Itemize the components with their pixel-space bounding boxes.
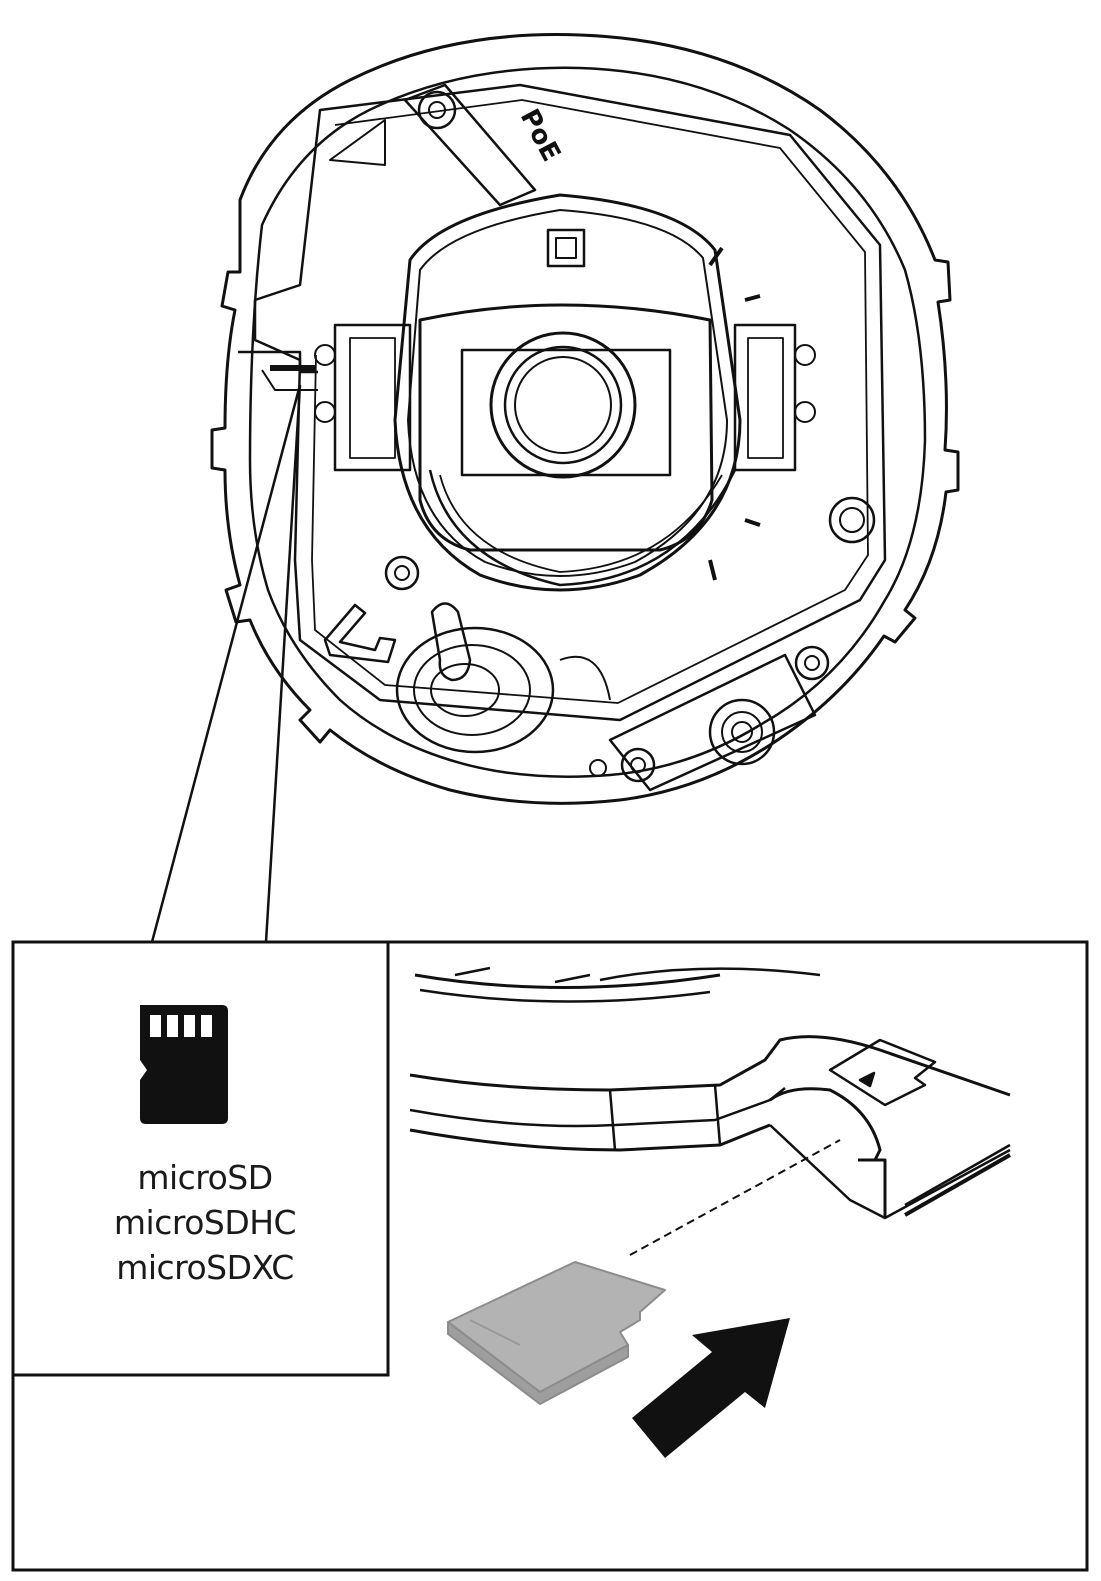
slot-closeup — [409, 966, 1011, 1220]
lens-window — [460, 348, 672, 477]
insertion-path — [629, 1139, 841, 1256]
top-screw — [417, 90, 457, 130]
focus-knob-base — [395, 626, 555, 754]
cable-gland-plate — [608, 653, 817, 792]
right-screw — [828, 496, 876, 544]
card-slot-area — [238, 350, 318, 374]
lens-yoke — [393, 193, 742, 592]
card-slot — [769, 1087, 882, 1161]
card-type-microsdhc: microSDHC — [113, 1203, 297, 1242]
left-small-hole — [384, 555, 420, 591]
gland-screw-left — [620, 747, 656, 783]
camera-outer-housing — [210, 33, 960, 805]
lens — [489, 331, 637, 479]
right-tilt-bracket — [733, 323, 797, 472]
poe-channel — [403, 83, 537, 207]
housing-card-symbol — [828, 1038, 937, 1107]
camera-mount-plate-inner — [311, 99, 869, 704]
focus-knob-handle — [430, 602, 472, 682]
legend-box — [13, 942, 390, 1377]
lens-housing — [418, 303, 714, 552]
left-tilt-bracket — [333, 323, 412, 472]
gland-screw-right — [794, 645, 830, 681]
cable-hook — [323, 603, 397, 664]
camera-inner-rim — [248, 66, 927, 778]
detail-frame — [11, 940, 1089, 1572]
camera-body — [210, 33, 960, 805]
microsd-card-icon — [140, 1005, 228, 1124]
callout-leader-lines — [150, 384, 302, 943]
camera-mount-plate — [253, 83, 887, 722]
poe-label: PoE — [514, 104, 566, 166]
cable-gland — [708, 698, 776, 766]
microsd-card — [447, 1261, 666, 1405]
corner-mark — [329, 119, 386, 166]
card-type-list: microSD microSDHC microSDXC — [25, 1155, 385, 1290]
arrow-icon — [632, 1318, 790, 1458]
top-indicator — [546, 228, 586, 268]
card-type-microsdxc: microSDXC — [116, 1248, 294, 1287]
card-type-microsd: microSD — [137, 1158, 273, 1197]
rotation-ring — [428, 469, 737, 587]
